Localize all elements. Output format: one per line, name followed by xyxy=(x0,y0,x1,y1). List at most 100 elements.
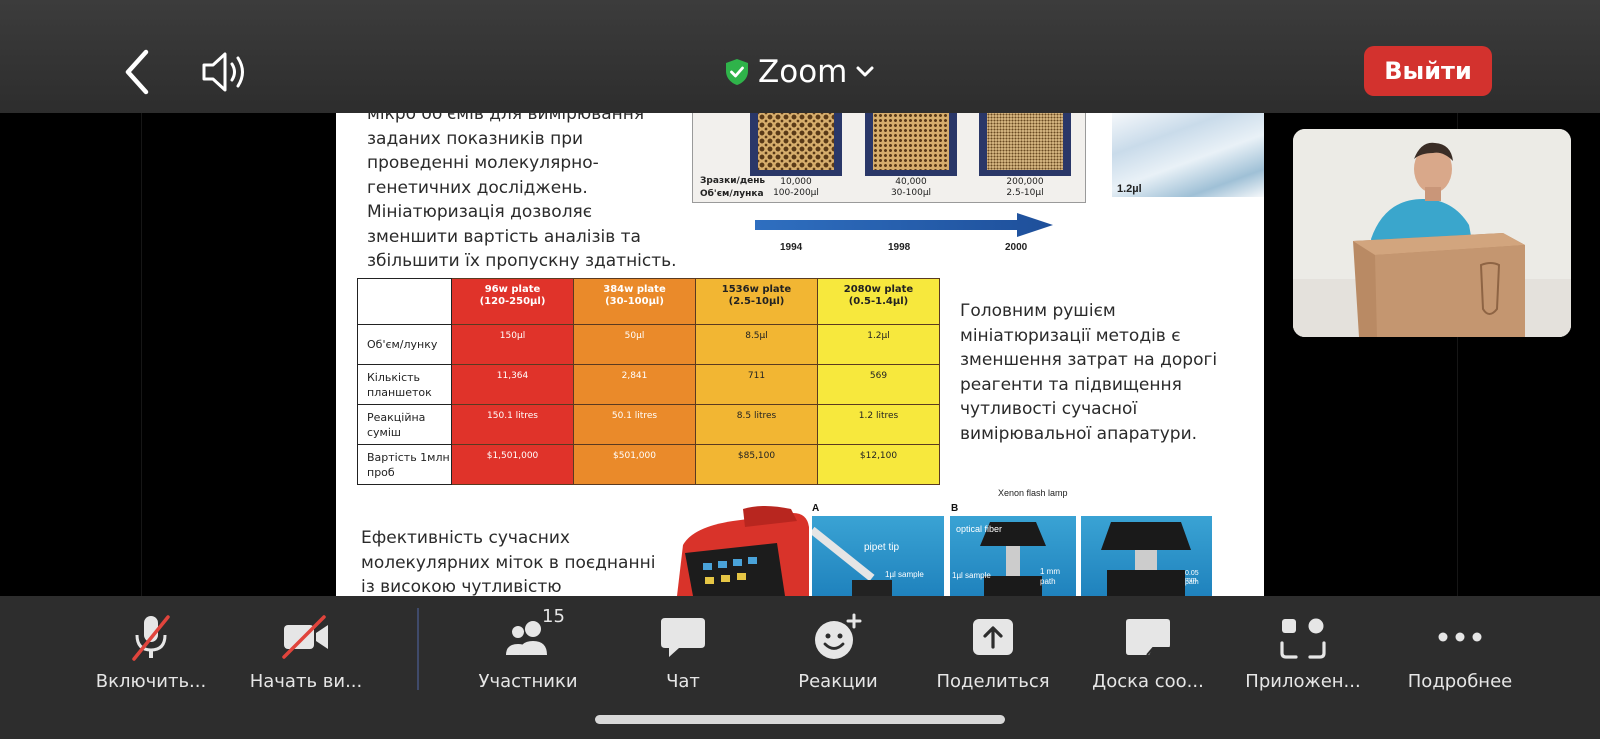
table-header: 384w plate(30-100µl) xyxy=(573,278,696,325)
toolbar-label: Реакции xyxy=(798,671,878,692)
diagram-label: path xyxy=(1040,577,1056,586)
diagram-b: optical fiber 1µl sample 1 mm path xyxy=(950,516,1076,596)
slide-text-intro: мікро об'ємів для вимірювання заданих по… xyxy=(367,113,677,271)
table-corner xyxy=(357,278,452,325)
timeline-arrow xyxy=(755,213,1053,237)
table-row: Кількість планшеток 11,364 2,841 711 569 xyxy=(357,364,940,405)
table-cell: 569 xyxy=(817,364,940,405)
divider xyxy=(141,113,142,596)
back-button[interactable] xyxy=(118,48,158,96)
home-indicator[interactable] xyxy=(595,715,1005,724)
chip-volume-label: 1.2µl xyxy=(1117,183,1142,195)
table-header: 1536w plate(2.5-10µl) xyxy=(695,278,818,325)
plate-row-label: Зразки/день xyxy=(700,176,766,186)
table-cell: 8.5µl xyxy=(695,324,818,365)
year-label: 2000 xyxy=(1005,242,1028,253)
participant-video-tile[interactable] xyxy=(1293,129,1571,337)
more-icon xyxy=(1438,632,1482,642)
chat-button[interactable]: Чат xyxy=(608,612,758,692)
slide-text-miniaturization: Головним рушієм мініатюризації методів є… xyxy=(960,301,1218,444)
diagram-a: pipet tip 1µl sample xyxy=(809,516,944,596)
microchip-image xyxy=(1112,113,1264,197)
diagram-label: path xyxy=(1185,579,1199,586)
table-cell: 150.1 litres xyxy=(451,404,574,445)
reaction-icon xyxy=(815,613,862,659)
table-cell: 1.2 litres xyxy=(817,404,940,445)
table-cell: $501,000 xyxy=(573,444,696,485)
share-screen-button[interactable]: Поделиться xyxy=(918,612,1068,692)
toolbar-separator xyxy=(417,608,419,690)
video-off-icon xyxy=(282,615,328,659)
year-label: 1994 xyxy=(780,242,803,253)
shared-slide: мікро об'ємів для вимірювання заданих по… xyxy=(336,113,1264,596)
table-cell: 150µl xyxy=(451,324,574,365)
toolbar-label: Включить... xyxy=(95,671,207,692)
diagram-label: pipet tip xyxy=(864,542,900,553)
plate-384 xyxy=(865,113,957,176)
toolbar-label: Поделиться xyxy=(936,671,1050,692)
diagram-letter: B xyxy=(951,503,959,514)
exit-meeting-button[interactable]: Выйти xyxy=(1364,46,1492,96)
table-cell: 11,364 xyxy=(451,364,574,405)
start-video-button[interactable]: Начать ви... xyxy=(231,612,381,692)
apps-button[interactable]: Приложен... xyxy=(1228,612,1378,692)
table-cell: $12,100 xyxy=(817,444,940,485)
participants-icon xyxy=(506,621,547,655)
table-header: 96w plate(120-250µl) xyxy=(451,278,574,325)
xenon-lamp-label: Xenon flash lamp xyxy=(998,488,1068,498)
share-icon xyxy=(973,619,1013,655)
year-label: 1998 xyxy=(888,242,911,253)
plate-1536 xyxy=(979,113,1071,176)
row-label: Кількість планшеток xyxy=(357,364,452,405)
row-label: Реакційна суміш xyxy=(357,404,452,445)
plate-comparison-table: 96w plate(120-250µl) 384w plate(30-100µl… xyxy=(357,278,940,485)
table-cell: 50µl xyxy=(573,324,696,365)
whiteboard-button[interactable]: Доска соо... xyxy=(1073,612,1223,692)
table-cell: $85,100 xyxy=(695,444,818,485)
diagram-letter: A xyxy=(812,503,820,514)
toolbar-label: Чат xyxy=(666,671,700,692)
plate-row-label: Об'єм/лунка xyxy=(700,189,764,199)
top-bar: Zoom Выйти xyxy=(0,0,1600,113)
divider xyxy=(1457,113,1458,596)
table-row: Об'єм/лунку 150µl 50µl 8.5µl 1.2µl xyxy=(357,324,940,365)
speaker-button[interactable] xyxy=(200,50,248,94)
diagram-label: 0.05 mm xyxy=(1185,570,1199,584)
unmute-button[interactable]: Включить... xyxy=(76,612,226,692)
diagram-label: 1 mm xyxy=(1040,567,1060,576)
measurement-diagrams: pipet tip 1µl sample optical fiber 1µl s… xyxy=(809,491,1212,596)
table-cell: $1,501,000 xyxy=(451,444,574,485)
meeting-toolbar: Включить... Начать ви... 15 Участники xyxy=(0,596,1600,739)
table-cell: 8.5 litres xyxy=(695,404,818,445)
meeting-title-dropdown[interactable]: Zoom xyxy=(724,50,875,94)
speaker-icon xyxy=(202,52,244,92)
table-row: Вартість 1млн проб $1,501,000 $501,000 $… xyxy=(357,444,940,485)
chevron-down-icon xyxy=(856,66,874,77)
participant-count: 15 xyxy=(542,606,565,627)
slide-text-efficiency: Ефективність сучасних молекулярних міток… xyxy=(361,528,656,596)
more-button[interactable]: Подробнее xyxy=(1385,612,1535,692)
mic-muted-icon xyxy=(132,615,170,661)
table-cell: 711 xyxy=(695,364,818,405)
meeting-title: Zoom xyxy=(758,54,848,90)
table-cell: 2,841 xyxy=(573,364,696,405)
apps-icon xyxy=(1280,618,1326,659)
chat-icon xyxy=(661,618,705,657)
spectrophotometer-image xyxy=(677,506,809,596)
toolbar-label: Подробнее xyxy=(1407,671,1513,692)
table-cell: 1.2µl xyxy=(817,324,940,365)
reactions-button[interactable]: Реакции xyxy=(763,612,913,692)
diagram-label: 1µl sample xyxy=(952,571,991,580)
row-label: Вартість 1млн проб xyxy=(357,444,452,485)
plate-96 xyxy=(750,113,842,176)
shield-check-icon xyxy=(726,59,748,85)
row-label: Об'єм/лунку xyxy=(357,324,452,365)
toolbar-label: Приложен... xyxy=(1245,671,1361,692)
participants-button[interactable]: 15 Участники xyxy=(453,606,603,692)
table-cell: 50.1 litres xyxy=(573,404,696,445)
diagram-label: optical fiber xyxy=(956,524,1003,534)
